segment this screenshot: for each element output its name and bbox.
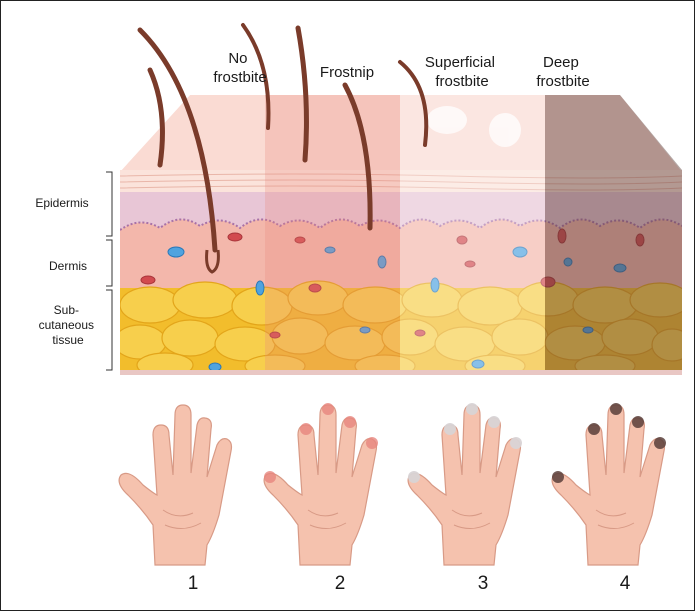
stage-label-4: Deep frostbite: [536, 54, 589, 90]
skin-block: [114, 90, 692, 380]
hand-4: [552, 403, 666, 565]
layer-brackets: [106, 172, 112, 370]
hand-3: [408, 403, 522, 565]
stage-number-1: 1: [188, 573, 199, 594]
stage-number-3: 3: [478, 573, 489, 594]
label-subcutaneous: Sub- cutaneous tissue: [39, 303, 98, 347]
frostnip-zone: [265, 90, 400, 380]
label-epidermis: Epidermis: [35, 196, 88, 210]
deep-zone: [545, 90, 685, 380]
hand-2: [264, 403, 378, 565]
stage-label-3: Superficial frostbite: [425, 54, 499, 90]
superficial-zone: [400, 90, 545, 380]
stage-label-2: Frostnip: [320, 64, 374, 81]
hand-1: [119, 405, 231, 565]
label-dermis: Dermis: [49, 259, 87, 273]
stage-number-2: 2: [335, 573, 346, 594]
stage-number-4: 4: [620, 573, 631, 594]
